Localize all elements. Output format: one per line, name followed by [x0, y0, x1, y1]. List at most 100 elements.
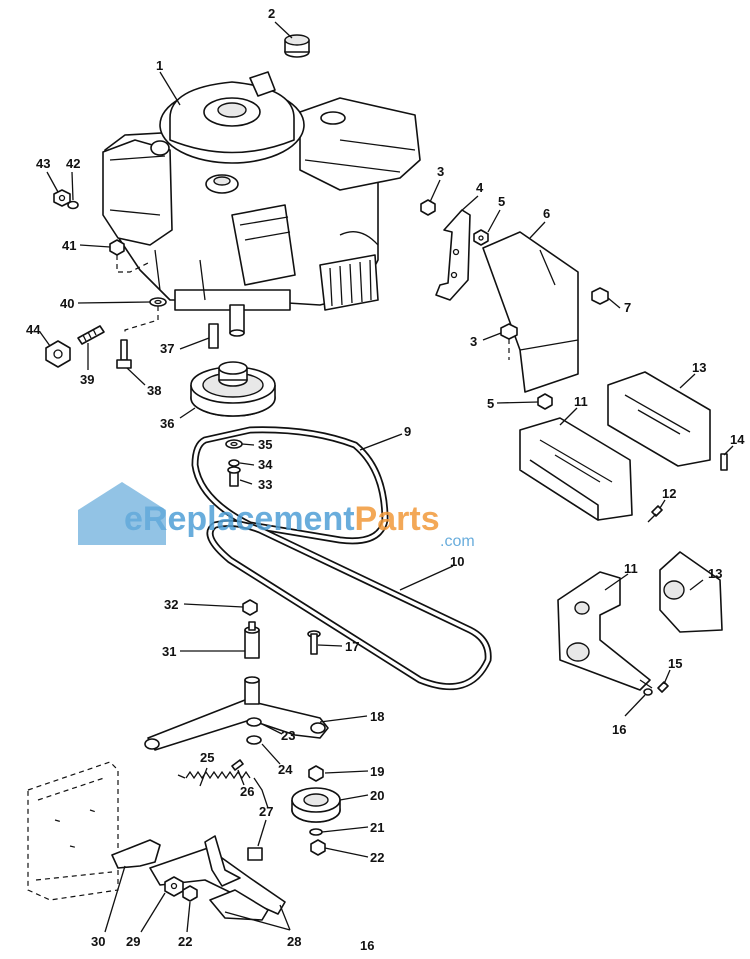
callout-25: 25 [200, 750, 214, 765]
callout-44: 44 [26, 322, 41, 337]
washer-part-23[interactable] [246, 717, 262, 727]
callout-14: 14 [730, 432, 745, 447]
callout-39: 39 [80, 372, 94, 387]
frame-outline [27, 761, 119, 901]
bracket-part-11-upper[interactable] [519, 417, 633, 521]
spring-part-25[interactable] [177, 770, 269, 809]
bolt-part-26[interactable] [231, 759, 244, 771]
idler-arm-part-18[interactable] [144, 676, 329, 751]
pulley-part-36[interactable] [190, 361, 276, 417]
page-number: 16 [360, 938, 374, 953]
callout-13-upper: 13 [692, 360, 706, 375]
key-part-37[interactable] [208, 323, 219, 349]
callout-42: 42 [66, 156, 80, 171]
bracket-part-13-lower[interactable] [659, 551, 723, 633]
callout-29: 29 [126, 934, 140, 949]
bracket-part-11-lower[interactable] [557, 571, 653, 691]
stud-part-39[interactable] [77, 325, 105, 345]
watermark-brand-part1: eReplacement [124, 500, 355, 538]
callout-11-lower: 11 [624, 561, 638, 576]
lever-part-30[interactable] [111, 839, 161, 869]
callout-24: 24 [278, 762, 293, 777]
callout-3-upper: 3 [437, 164, 444, 179]
svg-text:eReplacementParts: eReplacementParts [124, 500, 440, 538]
lockwasher-part-34[interactable] [228, 459, 240, 467]
callout-12: 12 [662, 486, 676, 501]
watermark-domain: .com [440, 533, 475, 550]
callout-labels: 1 2 3 3 4 5 5 6 7 9 10 11 11 12 13 13 14… [26, 6, 745, 949]
bracket-part-13-upper[interactable] [607, 371, 711, 467]
nut-part-44[interactable] [45, 340, 71, 368]
belt-part-10[interactable] [206, 519, 492, 691]
belt-part-9[interactable] [191, 426, 389, 545]
screw-part-15[interactable] [657, 681, 669, 693]
callout-22-bottom: 22 [178, 934, 192, 949]
screw-part-12[interactable] [647, 505, 663, 523]
callout-33: 33 [258, 477, 272, 492]
cap-part-2[interactable] [284, 34, 310, 58]
callout-1: 1 [156, 58, 163, 73]
callout-30: 30 [91, 934, 105, 949]
callout-13-lower: 13 [708, 566, 722, 581]
engine-part-1[interactable] [102, 71, 421, 337]
spacer-part-31[interactable] [244, 621, 260, 659]
callout-10: 10 [450, 554, 464, 569]
callout-18: 18 [370, 709, 384, 724]
callout-7: 7 [624, 300, 631, 315]
callout-5-upper: 5 [498, 194, 505, 209]
nut-part-41[interactable] [109, 239, 125, 256]
callout-40: 40 [60, 296, 74, 311]
nut-part-5b[interactable] [537, 393, 553, 410]
washer-part-24[interactable] [246, 735, 262, 745]
shield-part-6[interactable] [482, 231, 579, 393]
nut-part-22a[interactable] [310, 839, 326, 856]
washer-part-40[interactable] [149, 297, 167, 307]
watermark-brand-part2: Parts [355, 500, 440, 538]
callout-26: 26 [240, 784, 254, 799]
callout-36: 36 [160, 416, 174, 431]
bolt-part-38[interactable] [116, 339, 132, 369]
callout-23: 23 [281, 728, 295, 743]
bolt-part-17[interactable] [307, 630, 321, 655]
screw-part-14[interactable] [720, 453, 728, 471]
callout-35: 35 [258, 437, 272, 452]
screw-part-3b[interactable] [500, 323, 518, 340]
washer-part-35[interactable] [225, 439, 243, 449]
linkage-part-28[interactable] [149, 835, 286, 921]
callout-19: 19 [370, 764, 384, 779]
nut-part-5a[interactable] [473, 229, 489, 246]
callout-16: 16 [612, 722, 626, 737]
nut-part-32[interactable] [242, 599, 258, 616]
screw-part-3a[interactable] [420, 199, 436, 216]
bolt-part-33[interactable] [227, 466, 241, 487]
callout-31: 31 [162, 644, 176, 659]
callout-27: 27 [259, 804, 273, 819]
idler-pulley-part-20[interactable] [291, 787, 341, 823]
callout-37: 37 [160, 341, 174, 356]
callout-28: 28 [287, 934, 301, 949]
callout-17: 17 [345, 639, 359, 654]
watermark-house-icon [78, 482, 166, 545]
washer-part-16[interactable] [643, 688, 653, 696]
washer-part-21[interactable] [309, 828, 323, 836]
nut-part-29[interactable] [164, 876, 184, 897]
callout-38: 38 [147, 383, 161, 398]
nut-part-7[interactable] [591, 287, 609, 305]
callout-32: 32 [164, 597, 178, 612]
watermark: eReplacementParts .com [78, 482, 475, 550]
nut-part-19[interactable] [308, 765, 324, 782]
leader-lines [39, 21, 734, 933]
callout-41: 41 [62, 238, 76, 253]
callout-6: 6 [543, 206, 550, 221]
callout-22-right: 22 [370, 850, 384, 865]
screw-part-27[interactable] [247, 847, 263, 861]
callout-5-lower: 5 [487, 396, 494, 411]
callout-4: 4 [476, 180, 484, 195]
bracket-part-4[interactable] [435, 209, 471, 301]
washer-part-42[interactable] [67, 200, 79, 210]
callout-15: 15 [668, 656, 682, 671]
callout-9: 9 [404, 424, 411, 439]
nut-part-22b[interactable] [182, 885, 198, 902]
callout-20: 20 [370, 788, 384, 803]
